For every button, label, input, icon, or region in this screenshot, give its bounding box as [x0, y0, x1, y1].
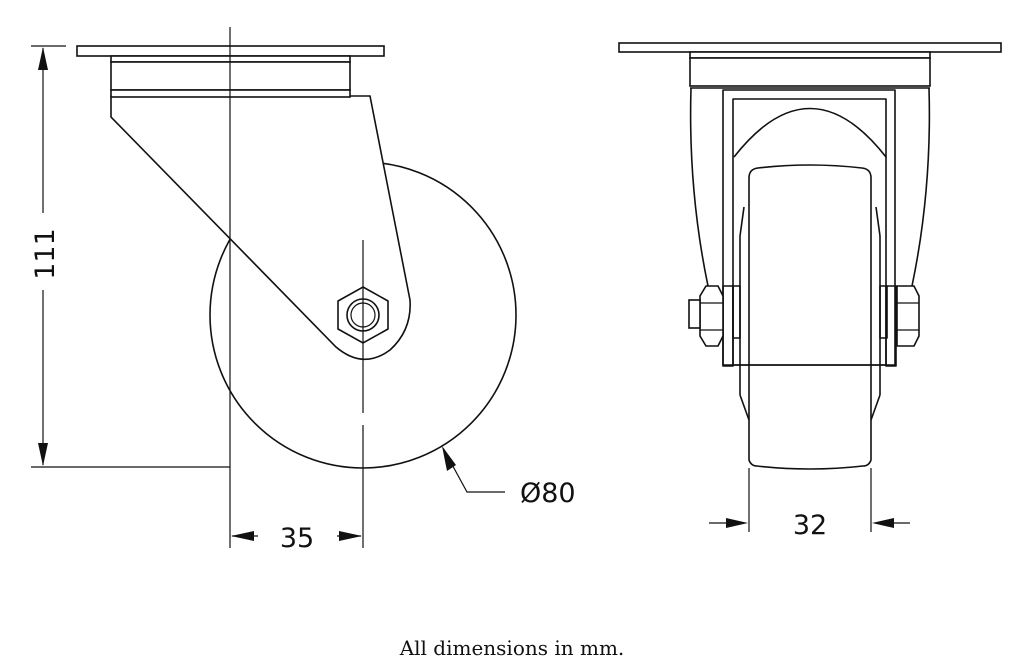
fork-plate-right [885, 285, 897, 367]
end-view: 32 [618, 42, 1002, 541]
wheel-hub-arc [733, 107, 887, 158]
end-swivel-head-upper [689, 51, 931, 59]
end-top-plate [618, 42, 1002, 53]
width-dimension: 32 [709, 468, 910, 541]
spacer-right [879, 285, 888, 339]
fork-leg [110, 95, 411, 361]
wheel-tread [748, 164, 872, 470]
offset-label: 35 [280, 523, 314, 554]
height-label: 111 [30, 228, 61, 280]
diameter-dimension: Ø80 [442, 446, 576, 509]
units-caption: All dimensions in mm. [399, 636, 625, 660]
spacer-left [732, 285, 741, 339]
offset-dimension: 35 [231, 523, 362, 554]
side-view: 111 35 Ø80 [30, 27, 576, 554]
diameter-label: Ø80 [520, 478, 576, 509]
fork-plate-left [722, 285, 734, 367]
width-label: 32 [793, 510, 827, 541]
fork-frame-inner [732, 98, 887, 366]
fork-outer-left [689, 87, 709, 287]
height-dimension: 111 [30, 45, 230, 468]
end-swivel-head [689, 57, 931, 87]
axle-nut-left [688, 285, 724, 347]
axle-nut-right [896, 285, 920, 347]
fork-outer-right [911, 87, 931, 287]
